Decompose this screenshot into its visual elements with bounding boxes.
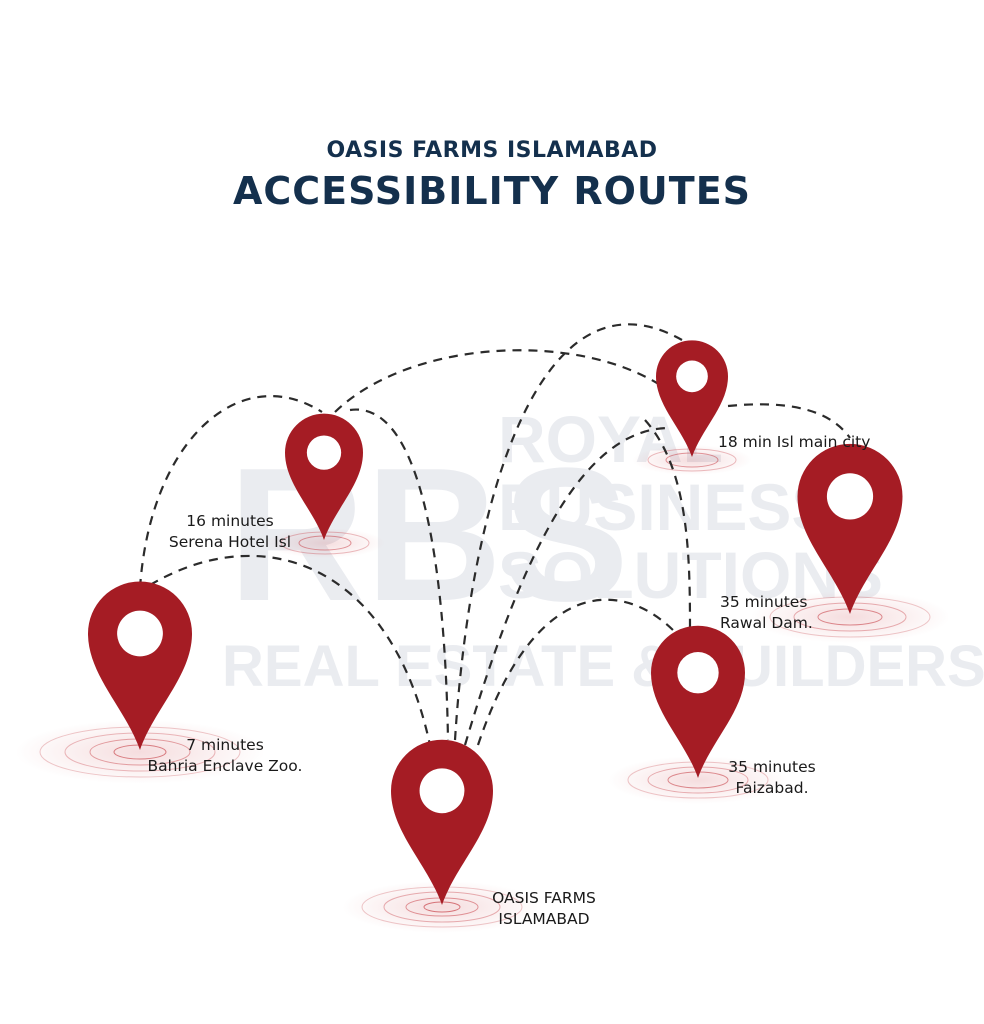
label-rawal-time: 35 minutes — [720, 593, 808, 611]
label-bahria-time: 7 minutes — [186, 736, 264, 754]
route-bahria-oasis — [149, 554, 432, 746]
page-title: ACCESSIBILITY ROUTES — [232, 169, 752, 213]
label-faizabad-time: 35 minutes — [728, 758, 816, 776]
label-serena-time: 16 minutes — [186, 512, 274, 530]
ripple-faizabad — [608, 756, 788, 804]
route-main-city-rawal — [727, 403, 851, 439]
ripples — [15, 445, 950, 933]
label-bahria-place: Bahria Enclave Zoo. — [147, 757, 303, 775]
label-oasis: OASIS FARMS ISLAMABAD — [478, 888, 610, 930]
label-faizabad-place: Faizabad. — [735, 779, 809, 797]
label-serena-place: Serena Hotel Isl — [168, 533, 292, 551]
label-serena: 16 minutes Serena Hotel Isl — [150, 511, 310, 553]
label-oasis-line-1: OASIS FARMS — [492, 889, 596, 907]
location-pin-bahria[interactable] — [88, 581, 192, 750]
label-rawal: 35 minutes Rawal Dam. — [720, 592, 813, 634]
watermark-line-2: BUSINESS — [498, 470, 835, 544]
label-oasis-line-2: ISLAMABAD — [498, 910, 590, 928]
pins — [88, 340, 903, 905]
location-pin-serena[interactable] — [285, 413, 363, 540]
routes — [138, 323, 851, 746]
label-rawal-place: Rawal Dam. — [720, 614, 813, 632]
location-pin-rawal[interactable] — [797, 443, 903, 614]
route-oasis-faizabad — [476, 598, 691, 746]
label-main-city: 18 min Isl main city — [718, 432, 870, 453]
location-pin-oasis[interactable] — [391, 739, 493, 905]
subtitle: OASIS FARMS ISLAMABAD — [326, 138, 658, 163]
location-pin-main-city[interactable] — [656, 340, 728, 457]
route-serena-oasis — [349, 408, 450, 741]
route-oasis-main-city-high — [453, 323, 683, 741]
label-faizabad: 35 minutes Faizabad. — [722, 757, 822, 799]
route-serena-main-city — [334, 349, 691, 413]
route-main-city-faizabad — [644, 419, 692, 637]
watermark-line-4: REAL ESTATE & BUILDERS — [222, 634, 984, 699]
location-pin-faizabad[interactable] — [651, 625, 745, 778]
label-main-city-text: 18 min Isl main city — [718, 433, 871, 451]
label-bahria: 7 minutes Bahria Enclave Zoo. — [130, 735, 320, 777]
route-oasis-main-city — [463, 426, 669, 746]
route-bahria-serena — [138, 395, 323, 589]
header: OASIS FARMS ISLAMABAD ACCESSIBILITY ROUT… — [0, 138, 984, 213]
